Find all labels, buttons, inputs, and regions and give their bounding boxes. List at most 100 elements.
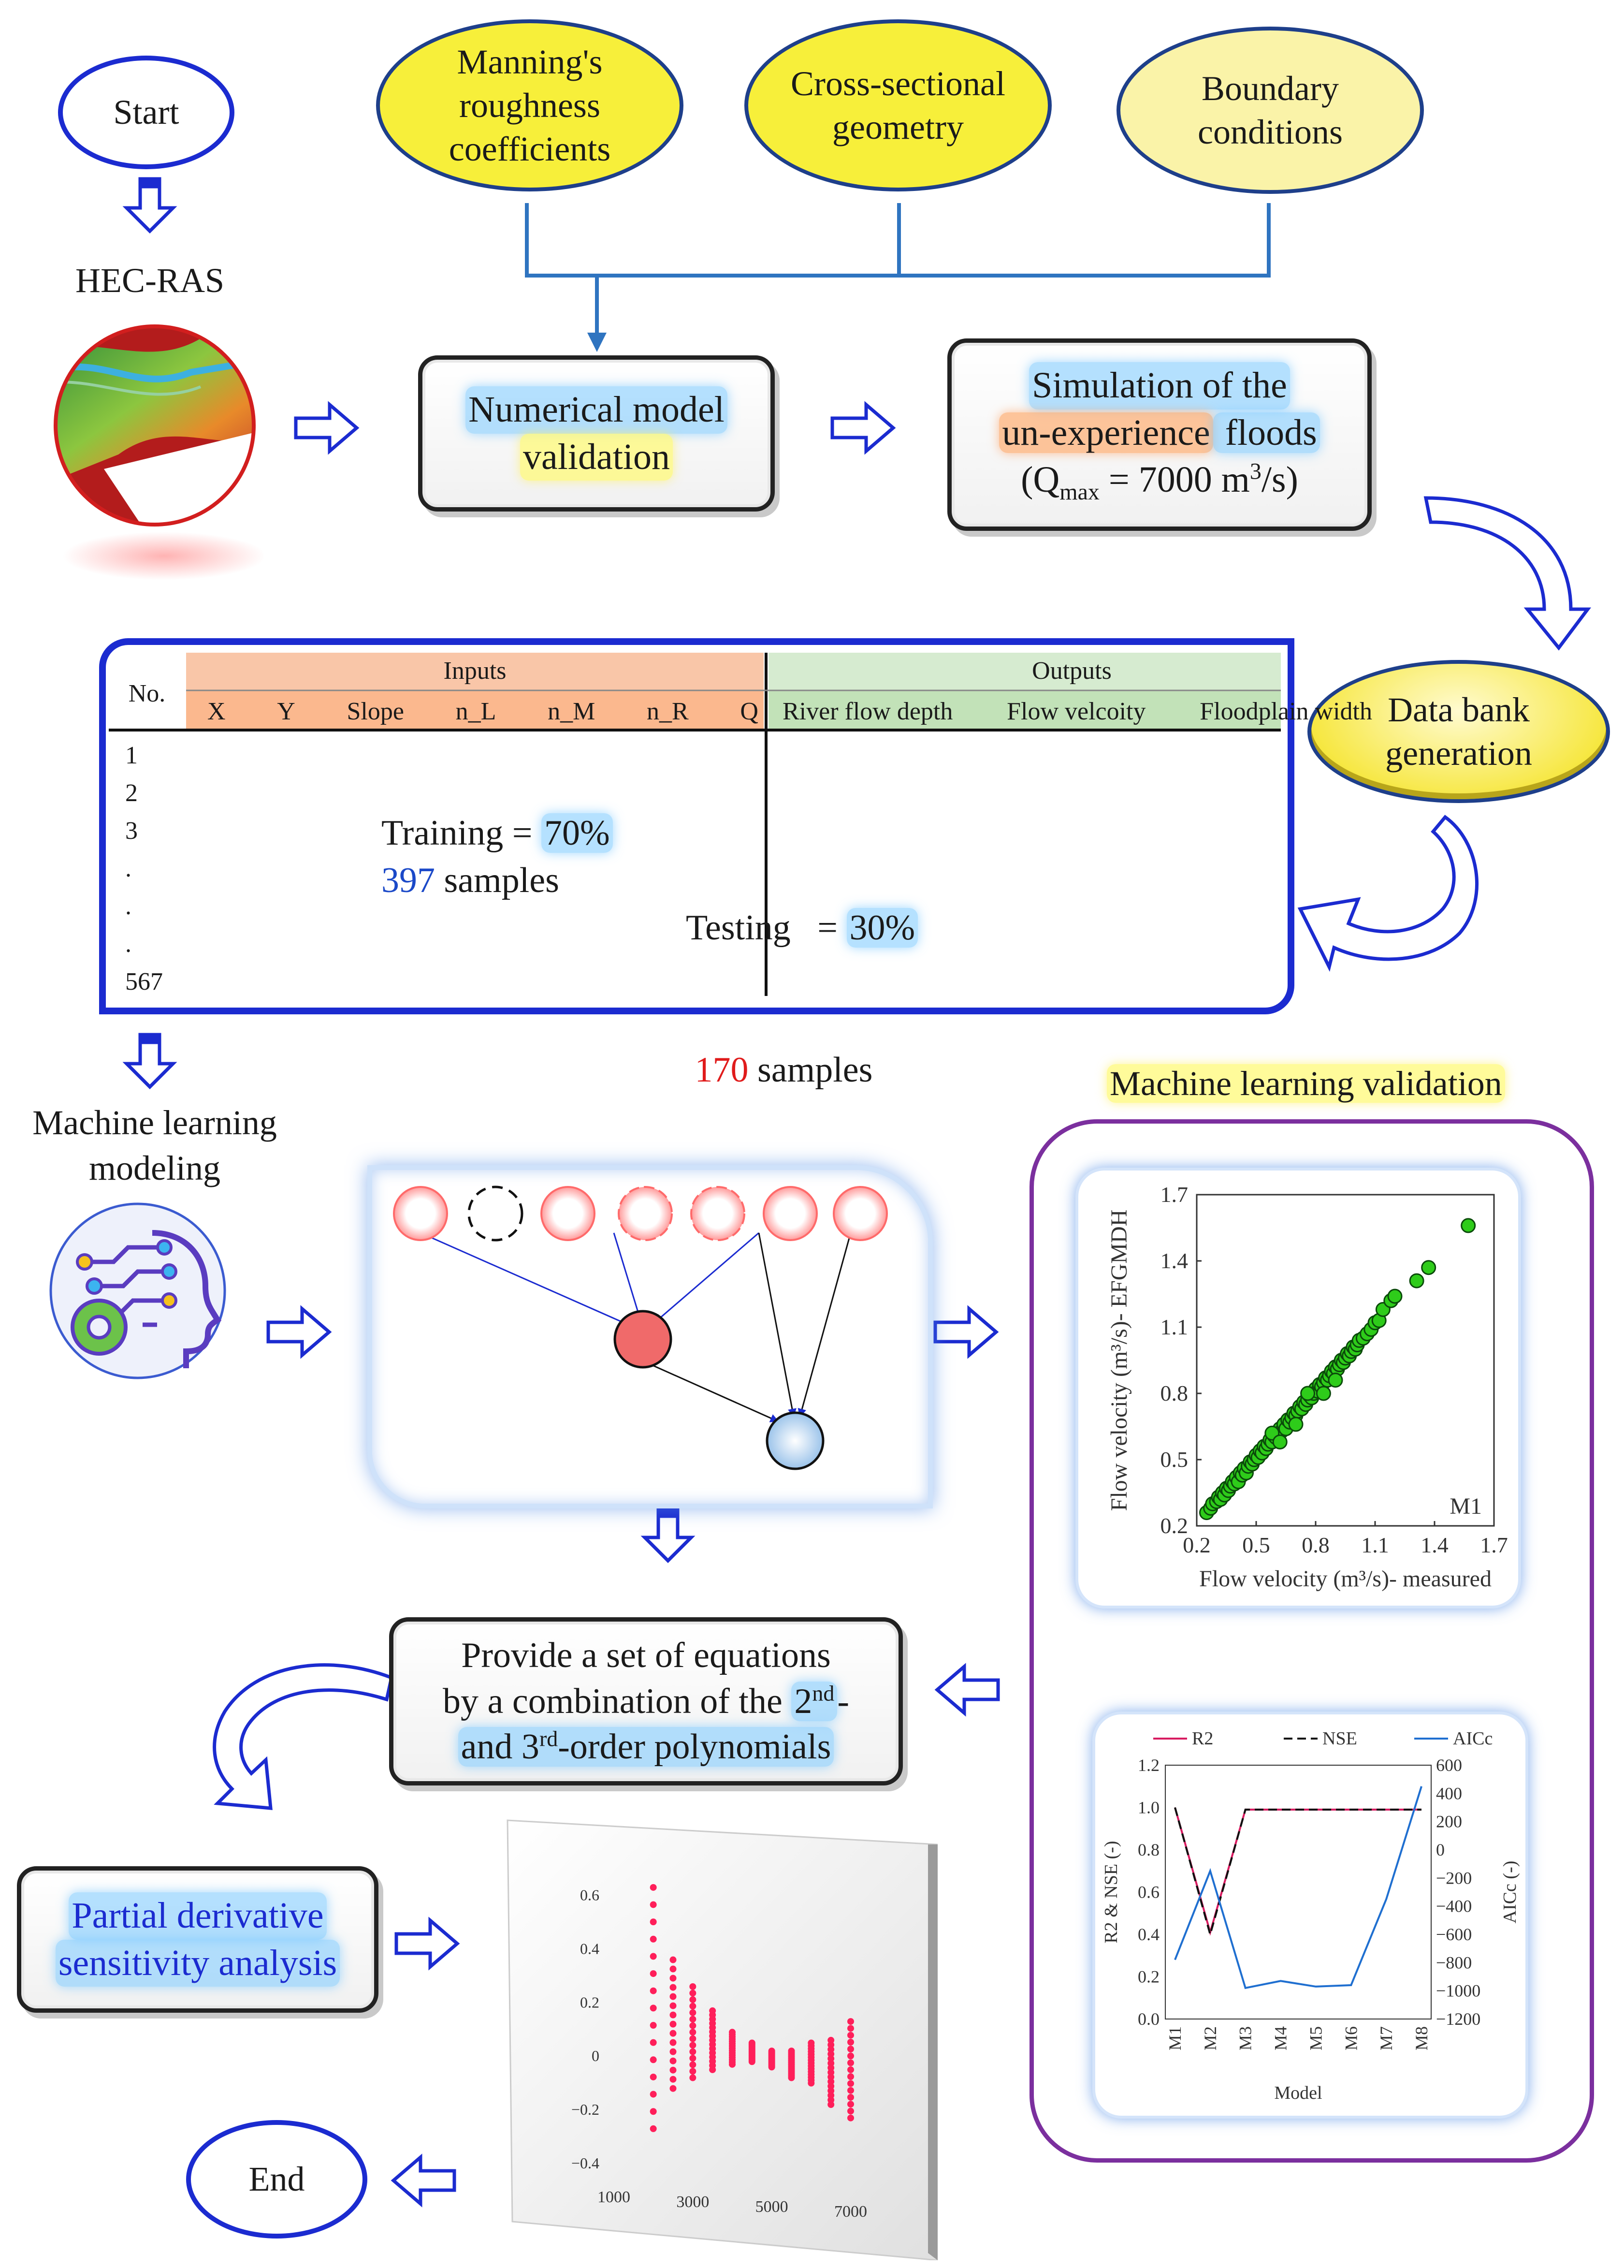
data-table: No. Inputs Outputs X Y Slope n_L n_M n_R…: [99, 638, 1372, 1090]
x-tick-label: 0.8: [1302, 1533, 1330, 1557]
sensitivity-point: [689, 2003, 696, 2010]
start-label: Start: [113, 93, 179, 132]
sensitivity-point: [650, 1935, 657, 1943]
table-no-header: No.: [128, 679, 166, 707]
sensitivity-point: [669, 1984, 677, 1991]
testing-split: Testing = 30% 170 samples: [686, 809, 918, 1188]
sensitivity-point: [689, 2074, 696, 2081]
table-row-numbers: 1 2 3 . . . 567: [125, 737, 183, 1001]
x-tick-label: 1.7: [1480, 1533, 1508, 1557]
ml-validation-panel: [1030, 1119, 1594, 2163]
sensitivity-line1: Partial derivative: [69, 1892, 327, 1940]
x-tick-label: M4: [1271, 2026, 1290, 2050]
sensitivity-point: [669, 1993, 677, 2000]
sensitivity-point: [689, 2042, 696, 2049]
sensitivity-point: [788, 2048, 795, 2055]
y2-tick-label: 400: [1436, 1784, 1462, 1803]
row-number: .: [125, 893, 131, 920]
sensitivity-point: [650, 1987, 657, 1994]
table-input-columns: X Y Slope n_L n_M n_R Q: [207, 693, 758, 730]
col-slope: Slope: [347, 698, 404, 725]
cross-section-line1: Cross-sectional: [791, 64, 1005, 103]
x-tick-label: M1: [1165, 2026, 1185, 2050]
boundary-line1: Boundary: [1202, 69, 1339, 108]
y-tick-label: 0: [592, 2047, 599, 2064]
y-tick-label: 0.5: [1160, 1447, 1189, 1472]
sensitivity-point: [650, 2091, 657, 2098]
scatter-point: [1409, 1273, 1424, 1288]
hec-ras-label: HEC-RAS: [75, 261, 225, 300]
training-label: Training =: [381, 813, 541, 853]
sensitivity-point: [847, 2066, 854, 2073]
y2-tick-label: 0: [1436, 1840, 1445, 1859]
row-number: .: [125, 930, 131, 958]
sensitivity-point: [650, 2005, 657, 2012]
equations-line1: Provide a set of equations: [461, 1635, 831, 1675]
x-tick-label: 0.2: [1183, 1533, 1211, 1557]
y-tick-label: 1.2: [1138, 1756, 1160, 1775]
row-number: 2: [125, 779, 138, 807]
sensitivity-point: [689, 2029, 696, 2036]
simulation-floods: floods: [1213, 412, 1320, 453]
sensitivity-point: [847, 2032, 854, 2039]
row-number: 1: [125, 742, 138, 769]
sensitivity-point: [669, 2039, 677, 2046]
ml-modeling-label: Machine learning modeling: [10, 1097, 300, 1194]
sensitivity-point: [709, 2007, 716, 2014]
sensitivity-point: [669, 2048, 677, 2055]
series-line-r2: [1174, 1807, 1421, 1936]
end-node: End: [186, 2120, 367, 2239]
numerical-line2: validation: [520, 433, 673, 481]
numerical-model-validation-node: Numerical model validation: [418, 355, 775, 512]
y-tick-label: 0.2: [1160, 1513, 1189, 1538]
training-split: Training = 70% 397 samples: [381, 809, 613, 904]
x-tick-label: 7000: [834, 2203, 867, 2221]
x-axis-label: Model: [1274, 2083, 1322, 2103]
data-table-grid: [109, 653, 1281, 996]
scatter-point: [1461, 1218, 1476, 1233]
hec-ras-terrain-icon: [46, 309, 266, 580]
scatter-point: [1316, 1386, 1331, 1401]
x-tick-label: 1.1: [1361, 1533, 1389, 1557]
y2-tick-label: −800: [1436, 1953, 1472, 1972]
sensitivity-point: [650, 2039, 657, 2046]
col-n-m: n_M: [548, 698, 595, 725]
col-q: Q: [740, 698, 758, 725]
y-tick-label: −0.4: [571, 2154, 599, 2172]
sensitivity-point: [669, 2030, 677, 2037]
sensitivity-point: [689, 2068, 696, 2075]
equations-line2: by a combination of the 2nd-: [443, 1680, 849, 1721]
sensitivity-point: [689, 2022, 696, 2029]
y-tick-label: 0.4: [1138, 1925, 1160, 1944]
sensitivity-point: [847, 2018, 854, 2025]
ml-modeling-line1: Machine learning: [32, 1103, 277, 1142]
x-tick-label: M2: [1201, 2026, 1220, 2050]
scatter-point: [1300, 1386, 1316, 1401]
start-node: Start: [58, 56, 234, 169]
sensitivity-point: [827, 2036, 835, 2044]
sensitivity-point: [847, 2087, 854, 2094]
sensitivity-point: [689, 2009, 696, 2016]
ai-head-icon: [41, 1199, 234, 1383]
sensitivity-point: [650, 2073, 657, 2080]
y-tick-label: 1.1: [1160, 1315, 1189, 1339]
legend-label: R2: [1192, 1728, 1213, 1749]
y-tick-label: 1.7: [1160, 1182, 1189, 1207]
simulation-line1: Simulation of the: [1029, 362, 1290, 410]
sensitivity-point: [650, 1884, 657, 1891]
row-number: .: [125, 855, 131, 882]
simulation-node: Simulation of the un-experience floods (…: [947, 338, 1372, 531]
row-number: 567: [125, 968, 163, 995]
boundary-line2: conditions: [1198, 113, 1343, 151]
x-tick-label: 0.5: [1242, 1533, 1270, 1557]
x-tick-label: M6: [1341, 2026, 1361, 2050]
scatter-point: [1328, 1373, 1343, 1388]
y2-tick-label: −1200: [1436, 2009, 1480, 2029]
sensitivity-point: [729, 2029, 736, 2036]
sensitivity-point: [650, 2056, 657, 2063]
y2-tick-label: 200: [1436, 1812, 1462, 1831]
series-line-aicc: [1174, 1786, 1422, 1990]
